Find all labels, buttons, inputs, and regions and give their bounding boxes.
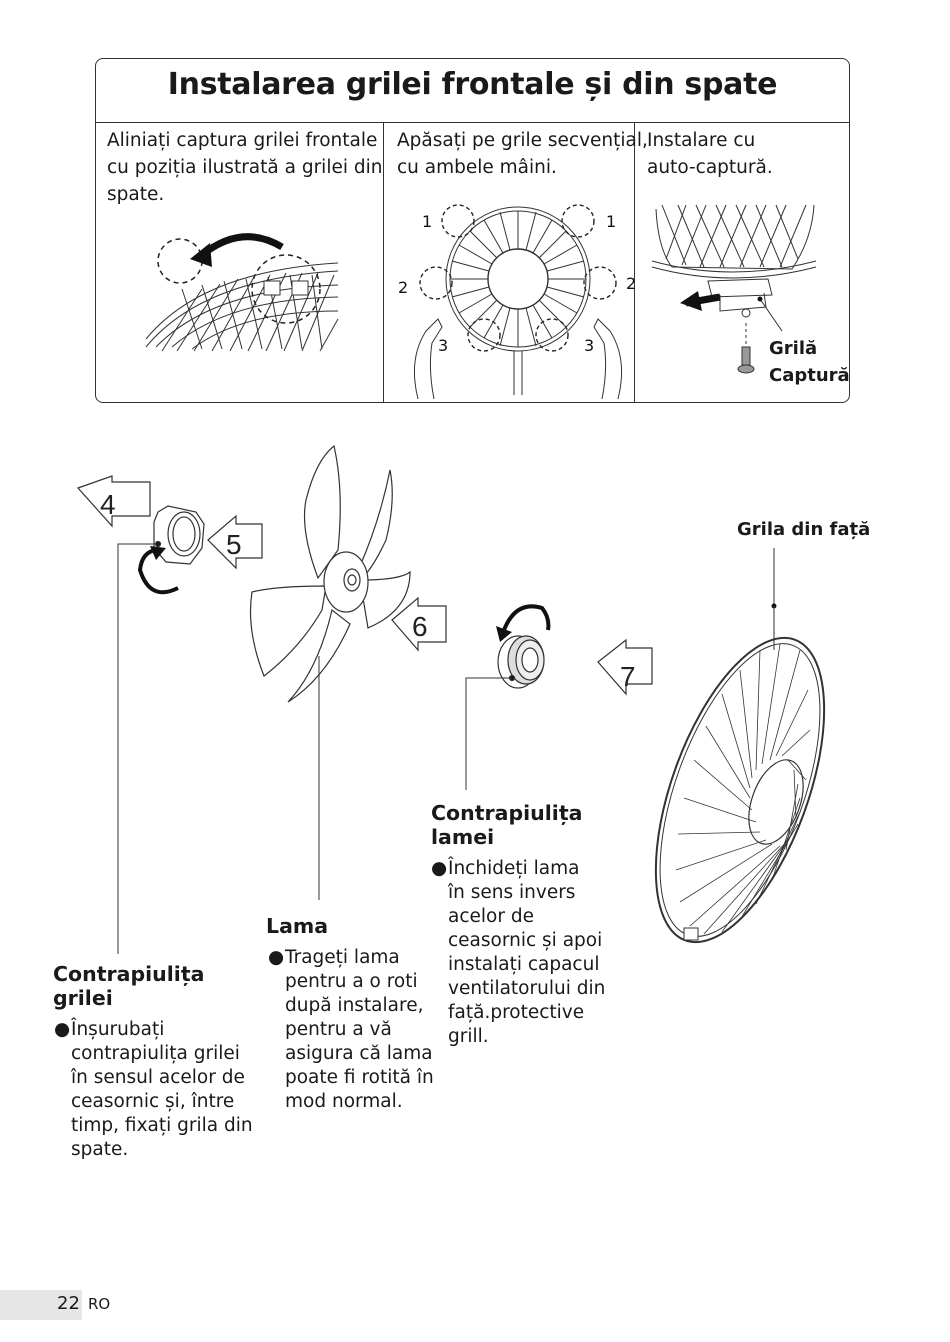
grill-installation-box: Instalarea grilei frontale și din spate …: [95, 58, 850, 403]
auto-catch-illustration: [651, 204, 817, 374]
column-divider-1: [383, 122, 384, 402]
grill-nut-heading: Contrapiulița grilei: [53, 962, 205, 1010]
box-title: Instalarea grilei frontale și din spate: [167, 67, 778, 102]
grill-nut-part: [153, 505, 205, 565]
grill-label: Grilă: [769, 338, 818, 359]
step-number-6: 6: [412, 611, 428, 642]
arrow-4: [76, 475, 151, 528]
blade-nut-instructions: ● Închideți lama în sens invers acelor d…: [431, 858, 606, 1047]
press-marker-1-left: 1: [422, 212, 432, 231]
blade-instructions: ● Trageți lama pentru a o roti după inst…: [268, 947, 434, 1112]
catch-label: Captură: [769, 365, 850, 386]
grill-nut-instructions: ● Înșurubați contrapiulița grilei în sen…: [54, 1019, 253, 1160]
arrow-6: [391, 596, 447, 652]
step-number-7: 7: [620, 661, 636, 692]
blade-nut-heading: Contrapiulița lamei: [431, 801, 583, 849]
press-marker-1-right: 1: [606, 212, 616, 231]
title-divider: [96, 122, 849, 123]
footer-bar: [0, 1290, 82, 1320]
arrow-5: [207, 514, 263, 570]
step-number-5: 5: [226, 529, 242, 560]
front-grill-label: Grila din față: [737, 519, 871, 540]
step-1-text: Aliniați captura grilei frontale cu pozi…: [107, 130, 383, 205]
column-divider-2: [634, 122, 635, 402]
grill-press-illustration: 1 1 2 2 3 3: [398, 204, 636, 399]
press-marker-2-right: 2: [626, 274, 636, 293]
step-number-4: 4: [100, 489, 116, 520]
front-grill-part: [654, 636, 826, 944]
arrow-7: [597, 638, 653, 696]
language-code: RO: [88, 1295, 111, 1313]
press-marker-3-right: 3: [584, 336, 594, 355]
fan-blade-part: [249, 444, 411, 703]
grill-alignment-illustration: [145, 233, 339, 352]
blade-nut-part: [497, 635, 545, 689]
step-arrows: [76, 475, 653, 696]
press-marker-3-left: 3: [438, 336, 448, 355]
page-number: 22: [57, 1293, 80, 1314]
press-marker-2-left: 2: [398, 278, 408, 297]
step-3-text: Instalare cu auto-captură.: [647, 130, 773, 178]
blade-heading: Lama: [266, 914, 329, 938]
assembly-diagram: 4 5 6 7: [76, 444, 826, 954]
step-2-text: Apăsați pe grile secvențial, cu ambele m…: [397, 130, 648, 178]
